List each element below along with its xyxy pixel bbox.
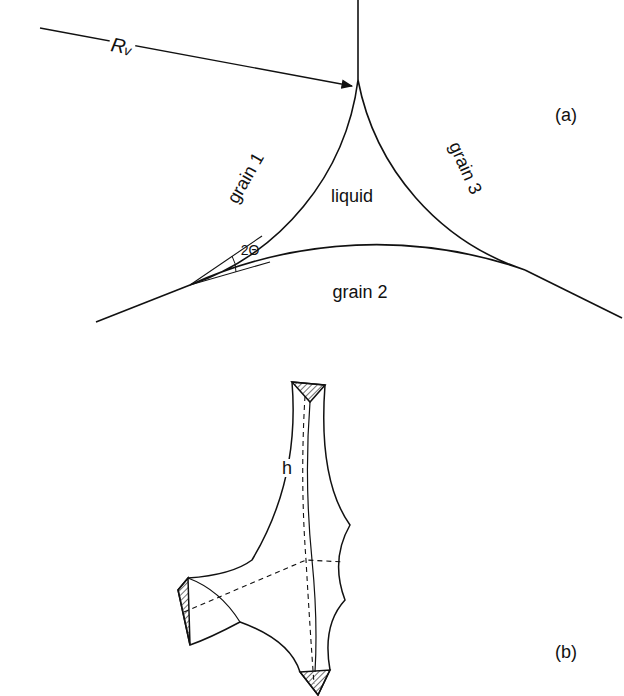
angle-arc (232, 256, 236, 272)
pocket-edge (307, 402, 316, 672)
grain-boundary (525, 270, 622, 318)
grain-boundary (357, 0, 359, 80)
grain-label: grain 2 (332, 283, 387, 301)
triple-junction (40, 0, 622, 322)
grain-boundary (96, 285, 190, 322)
grain-label: grain 3 (447, 139, 486, 197)
angle-label: 2Θ (241, 243, 260, 257)
pocket-edge (188, 578, 240, 622)
tangent-line (190, 262, 270, 285)
center-lines (184, 396, 344, 684)
hatched-face (292, 382, 325, 402)
radius-label: Rᵥ (108, 34, 137, 58)
panel-label: (a) (555, 106, 577, 124)
grain-label: grain 1 (224, 150, 267, 207)
tangent-line (190, 236, 262, 285)
panel-label: (b) (555, 643, 577, 661)
phase-label: liquid (331, 187, 373, 205)
pocket-network (178, 382, 350, 695)
hatched-face (300, 670, 330, 695)
pocket-outline (178, 382, 350, 695)
radius-arrow (40, 28, 352, 86)
liquid-pocket (190, 80, 525, 285)
height-label: h (280, 459, 294, 477)
